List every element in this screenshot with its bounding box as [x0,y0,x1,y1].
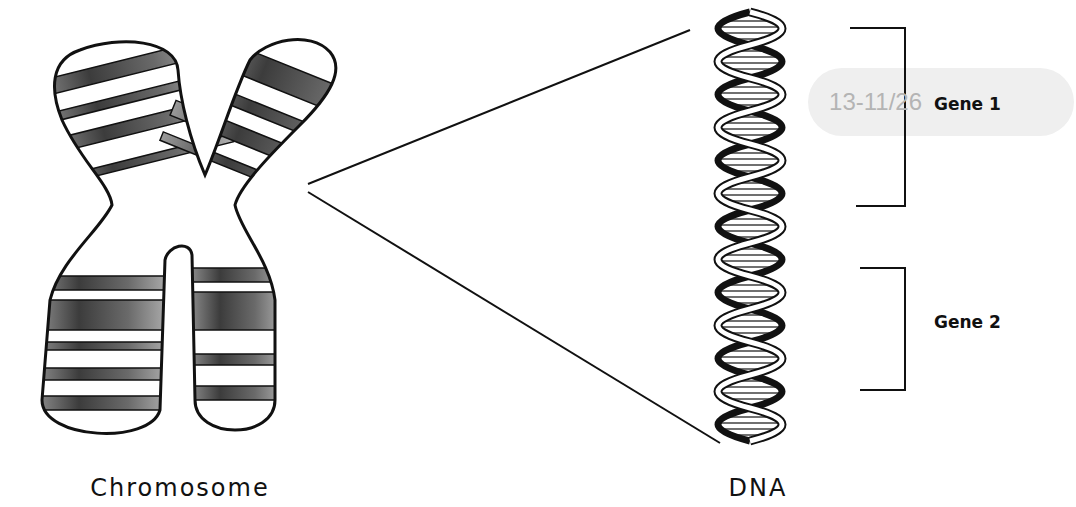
zoom-line [308,30,690,184]
gene-bracket [860,268,905,390]
chromosome-figure [23,32,389,434]
figure-caption: DNA [729,475,788,501]
gene-bracket [850,28,905,206]
watermark-pill [808,68,1074,136]
figure-caption: Chromosome [90,475,269,501]
zoom-line [308,192,720,443]
gene-label: Gene 1 [934,95,1001,114]
watermark: 13-11/26 [829,89,922,115]
dna-helix [700,12,800,442]
gene-label: Gene 2 [934,313,1001,332]
